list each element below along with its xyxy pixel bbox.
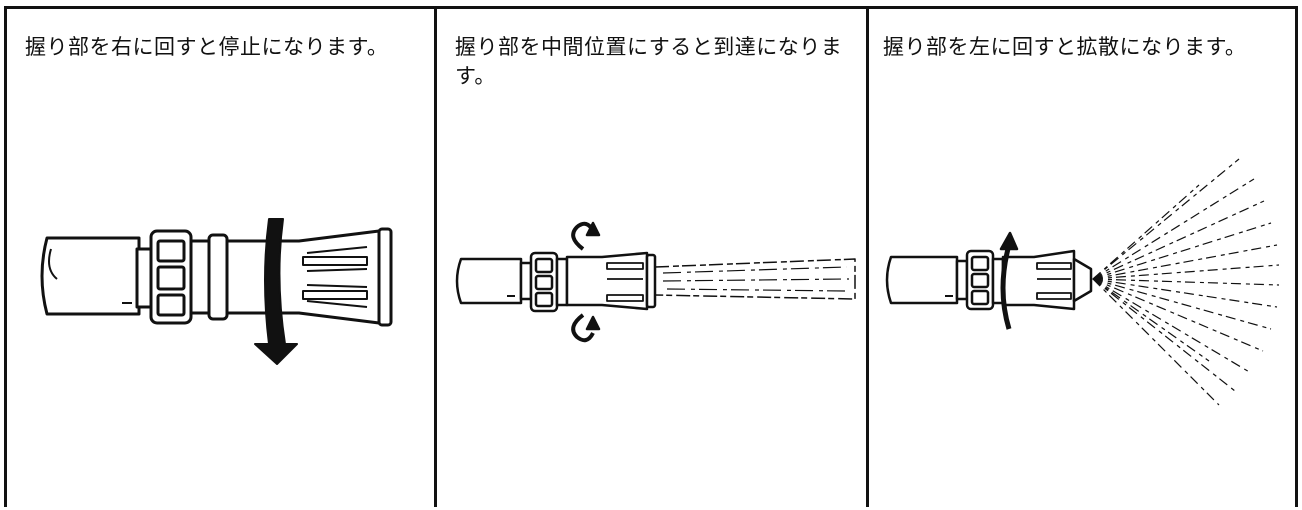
nozzle-reach-illustration	[455, 221, 856, 343]
panel-stop: 握り部を右に回すと停止になります。	[4, 6, 434, 507]
caption-reach: 握り部を中間位置にすると到達になります。	[455, 35, 843, 88]
caption-stop: 握り部を右に回すと停止になります。	[25, 35, 389, 59]
nozzle-stop-illustration	[40, 218, 393, 365]
nozzle-spread-illustration	[885, 158, 1280, 406]
panel-spread: 握り部を左に回すと拡散になります。	[866, 6, 1298, 507]
caption-spread: 握り部を左に回すと拡散になります。	[883, 35, 1247, 59]
panel-reach: 握り部を中間位置にすると到達になります。	[434, 6, 866, 507]
